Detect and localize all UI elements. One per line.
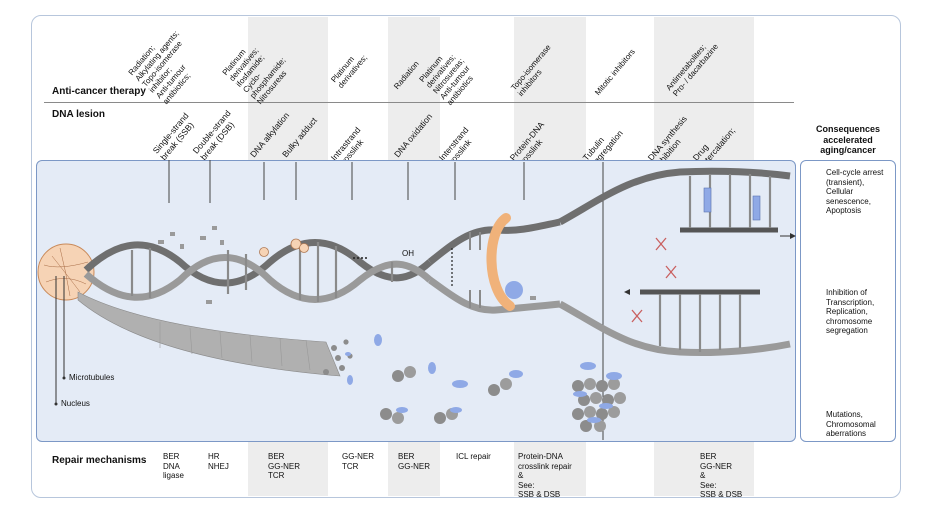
oh-label: OH (402, 249, 414, 258)
protein-crosslink (486, 213, 515, 311)
protein-blob (505, 281, 523, 299)
repair-label: BER GG-NER TCR (268, 452, 300, 480)
dna-strand (558, 167, 791, 226)
consequence-item: Cell-cycle arrest (transient), Cellular … (826, 168, 884, 215)
bulky-adduct (299, 243, 309, 253)
repair-label: BER DNA ligase (163, 452, 184, 480)
consequences-panel (800, 160, 896, 442)
intercalator (703, 187, 712, 213)
tubulin-aggregate (572, 362, 626, 432)
intercalator (752, 195, 761, 221)
dna-strand (558, 300, 791, 357)
microtubules-label: Microtubules (69, 373, 115, 382)
dna-strand (83, 254, 433, 303)
bulky-adduct (290, 238, 302, 250)
repair-proteins (345, 334, 523, 424)
divider-line (44, 102, 794, 103)
repair-label: BER GG-NER & See: SSB & DSB (700, 452, 743, 499)
nucleus-circle (37, 243, 95, 301)
repair-label: GG-NER TCR (342, 452, 374, 471)
figure-frame (31, 15, 901, 498)
consequence-item: Inhibition of Transcription, Replication… (826, 288, 875, 335)
row-label-therapy: Anti-cancer therapy (52, 86, 146, 97)
row-label-lesion: DNA lesion (52, 109, 105, 120)
consequence-item: Mutations, Chromosomal aberrations (826, 410, 876, 438)
row-label-repair: Repair mechanisms (52, 455, 147, 466)
nucleus-label: Nucleus (61, 399, 90, 408)
microtubule-bundle (77, 291, 341, 377)
dna-strand (427, 277, 561, 314)
dna-strand (83, 239, 433, 287)
consequences-title: Consequences accelerated aging/cancer (815, 124, 881, 155)
repair-label: HR NHEJ (208, 452, 229, 471)
dna-illustration-panel (36, 160, 796, 442)
repair-label: Protein-DNA crosslink repair & See: SSB … (518, 452, 572, 499)
repair-label: ICL repair (456, 452, 491, 461)
alkylation-adduct (259, 247, 269, 257)
repair-label: BER GG-NER (398, 452, 430, 471)
